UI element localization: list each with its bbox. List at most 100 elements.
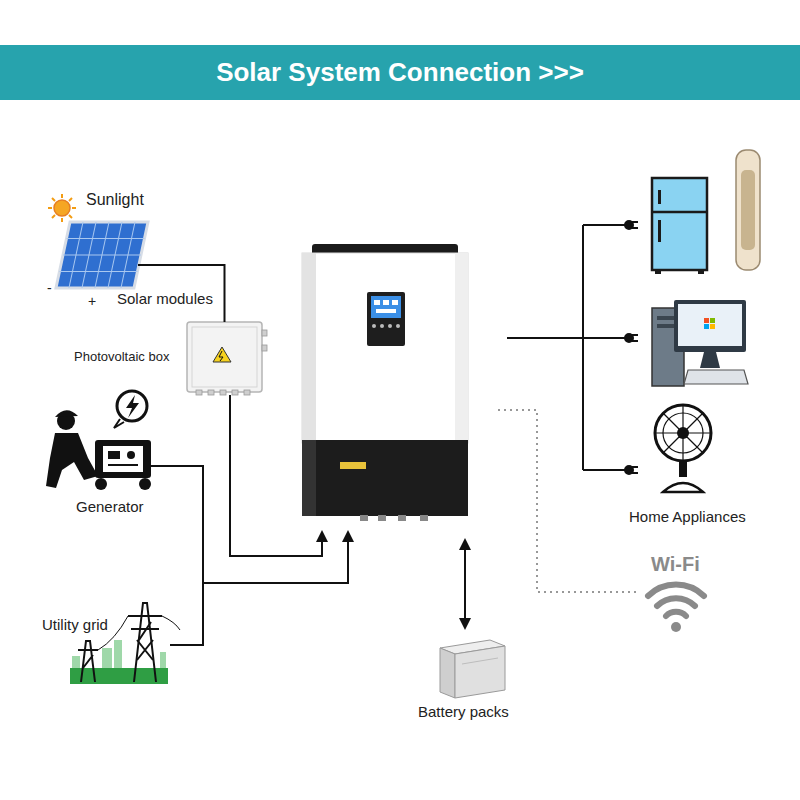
computer-icon [704, 318, 709, 323]
utility-grid-icon [72, 656, 80, 670]
inverter-icon [371, 296, 401, 318]
battery-link [464, 548, 466, 620]
pv-box-icon [220, 390, 226, 395]
fridge-icon [658, 190, 661, 204]
utility-grid-icon [114, 640, 122, 670]
solar-panel-icon [56, 222, 148, 288]
utility-grid-icon [102, 648, 112, 670]
fan-icon [655, 405, 711, 461]
wire [583, 225, 626, 470]
inverter-icon [396, 324, 400, 328]
inverter-icon [392, 300, 398, 305]
utility-grid-icon [70, 668, 168, 684]
plug-icon [632, 472, 638, 474]
generator-icon [127, 451, 135, 459]
fan-icon [679, 461, 687, 477]
generator-icon [117, 391, 147, 421]
inverter-icon [340, 462, 366, 469]
inverter-icon [383, 300, 389, 305]
sun-icon [72, 207, 76, 209]
tower-fan-icon [741, 170, 755, 250]
fan-icon [677, 427, 689, 439]
sun-icon [69, 215, 72, 218]
wifi-icon [648, 585, 704, 596]
generator-icon [108, 464, 138, 466]
solar-panel-icon [66, 238, 144, 239]
component-label: Generator [76, 498, 144, 515]
computer-icon [704, 324, 709, 329]
component-label: Solar modules [117, 290, 213, 307]
title-text: Solar System Connection >>> [216, 57, 584, 88]
plug-icon [625, 466, 633, 474]
sun-icon [61, 194, 63, 198]
wifi-icon [657, 598, 695, 606]
plug-icon [625, 221, 633, 229]
inverter-icon [380, 324, 384, 328]
pv-box-icon [208, 390, 214, 395]
arrowhead [459, 538, 471, 550]
plug-icon [632, 227, 638, 229]
inverter-icon [455, 253, 468, 443]
inverter-icon [360, 515, 428, 521]
sun-icon [54, 200, 70, 216]
computer-icon [710, 324, 715, 329]
generator-icon [108, 451, 120, 459]
polarity-mark: + [88, 294, 96, 308]
inverter-icon [378, 515, 386, 521]
wire [507, 337, 583, 339]
plug-icon [632, 340, 638, 342]
fan-icon [663, 413, 703, 453]
generator-icon [139, 478, 151, 490]
utility-grid-icon [70, 603, 180, 684]
plug-icon [625, 334, 633, 342]
pv-box-icon [213, 347, 231, 362]
utility-grid-icon [78, 641, 98, 682]
wifi-icon [671, 622, 681, 632]
computer-icon [710, 318, 715, 323]
pv-box-icon [262, 345, 267, 351]
computer-icon [678, 304, 742, 346]
component-label: Photovoltaic box [74, 350, 169, 365]
polarity-mark: - [47, 281, 52, 295]
fan-icon [655, 405, 711, 461]
utility-grid-icon [137, 622, 153, 660]
generator-icon [95, 440, 151, 478]
arrowhead [316, 530, 328, 542]
inverter-icon [302, 440, 468, 516]
utility-grid-icon [128, 616, 162, 629]
inverter-icon [302, 244, 468, 521]
arrowhead [316, 530, 354, 542]
sun-icon [61, 218, 63, 222]
computer-icon [684, 370, 748, 384]
sun-icon [48, 194, 76, 222]
generator-icon [95, 478, 107, 490]
inverter-icon [302, 253, 316, 443]
utility-grid-icon [98, 616, 180, 650]
wifi-icon [666, 612, 686, 616]
inverter-icon [372, 324, 376, 328]
fan-icon [663, 483, 703, 492]
sun-icon [48, 207, 52, 209]
sun-icon [69, 198, 72, 201]
component-label: Wi-Fi [651, 553, 700, 576]
computer-icon [700, 352, 720, 368]
sun-icon [52, 215, 55, 218]
tower-fan-icon [736, 150, 760, 270]
pv-box-icon [262, 330, 267, 336]
inverter-icon [376, 309, 396, 313]
inverter-icon [302, 440, 316, 516]
fridge-icon [658, 220, 661, 242]
component-label: Home Appliances [629, 508, 746, 525]
inverter-icon [388, 324, 392, 328]
tower-fan-icon [736, 150, 760, 270]
pv-box-icon [196, 330, 267, 395]
generator-icon [46, 433, 98, 488]
plug-icon [632, 466, 638, 468]
generator-icon [126, 395, 139, 418]
component-label: Battery packs [418, 703, 509, 720]
utility-grid-icon [78, 603, 162, 682]
wifi-link [498, 410, 638, 592]
